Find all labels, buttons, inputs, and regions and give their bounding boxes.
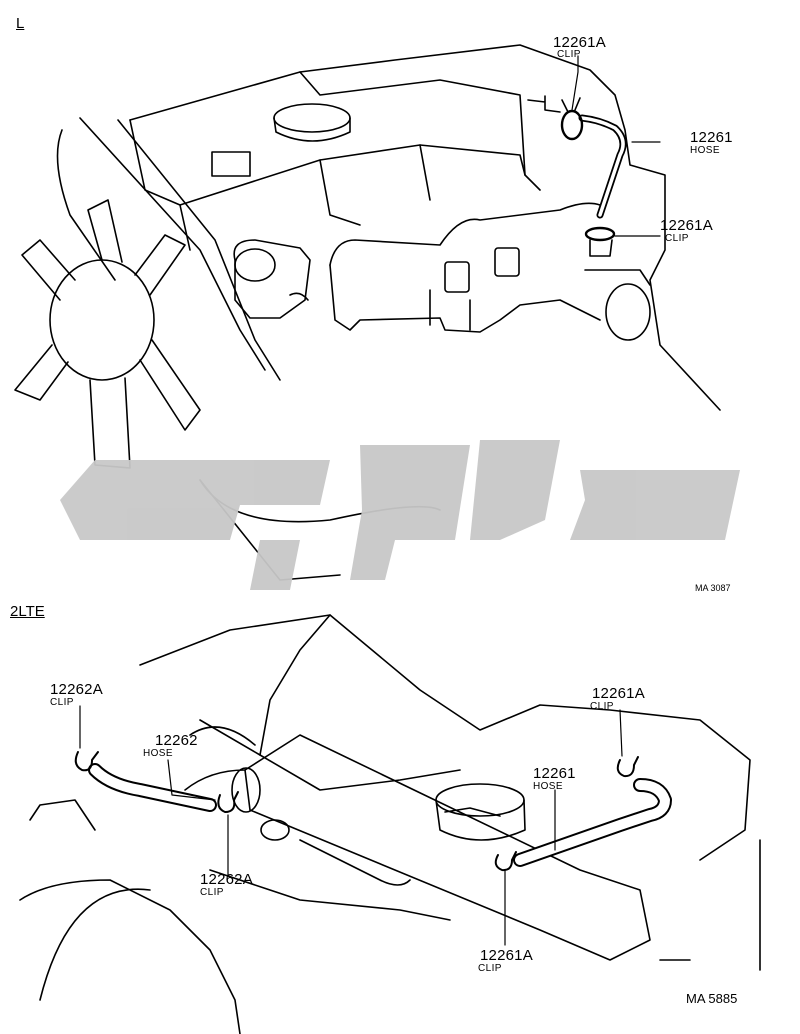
callout-type: HOSE [533, 781, 563, 792]
section-title-2lte: 2LTE [10, 603, 45, 620]
callout-type: CLIP [478, 963, 502, 974]
callout-type: CLIP [665, 233, 689, 244]
callout-type: CLIP [590, 701, 614, 712]
callout-type: CLIP [200, 887, 224, 898]
drawing-code-top: MA 3087 [695, 583, 731, 593]
drawing-code-bottom: MA 5885 [686, 991, 738, 1006]
callout-number: 12262 [155, 732, 198, 749]
callout-type: CLIP [50, 697, 74, 708]
top-engine-drawing [14, 44, 721, 581]
callout-type: HOSE [690, 145, 720, 156]
section-title-l: L [16, 15, 25, 32]
callout-number: 12261 [690, 129, 733, 146]
callout-number: 12262A [200, 871, 253, 888]
callout-type: CLIP [557, 49, 581, 60]
callout-number: 12261A [553, 34, 606, 51]
callout-number: 12262A [50, 681, 103, 698]
watermark-logo [60, 440, 740, 590]
callout-type: HOSE [143, 748, 173, 759]
callout-number: 12261 [533, 765, 576, 782]
callout-number: 12261A [592, 685, 645, 702]
callout-number: 12261A [660, 217, 713, 234]
callout-number: 12261A [480, 947, 533, 964]
bottom-engine-drawing [19, 614, 761, 1034]
